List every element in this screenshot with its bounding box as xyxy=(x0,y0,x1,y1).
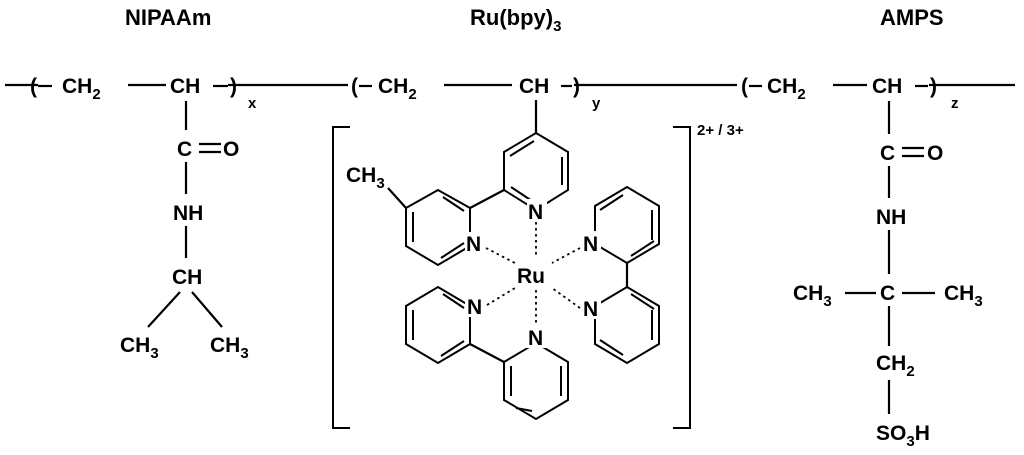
ring-upper-n: N xyxy=(528,201,543,224)
pyridine-ring-right-lower xyxy=(594,285,660,365)
nipaam-nh: NH xyxy=(173,202,203,225)
amps-ch3-right: CH3 xyxy=(944,282,983,310)
ru-bpy3-unit: ( CH2 CH ) y 2+ / 3+ N N xyxy=(332,75,744,429)
ru-bpy3-label: Ru(bpy)3 xyxy=(470,5,561,35)
ring-methyl-n: N xyxy=(466,233,481,256)
ruthenium-center: Ru xyxy=(517,265,545,288)
amps-subscript-z: z xyxy=(951,95,959,112)
amps-ch2: CH2 xyxy=(767,75,806,103)
amps-close-paren: ) xyxy=(930,75,937,98)
pyridine-ring-methyl xyxy=(405,188,471,267)
amps-unit: ( CH2 CH ) z C O NH C CH3 CH3 CH2 SO3H xyxy=(741,75,983,450)
ru-ch: CH xyxy=(519,75,549,98)
amps-quaternary-c: C xyxy=(880,282,895,305)
amps-nh: NH xyxy=(876,206,906,229)
ru-open-paren: ( xyxy=(351,75,358,98)
pyridine-ring-lower-left xyxy=(405,285,471,365)
pyridine-ring-lower-center xyxy=(503,341,569,421)
amps-carbonyl-o: O xyxy=(927,142,943,165)
amps-ch2-side: CH2 xyxy=(876,352,915,380)
nipaam-carbonyl-c: C xyxy=(177,138,192,161)
nipaam-isopropyl-ch: CH xyxy=(172,266,202,289)
pyridine-ring-right-upper xyxy=(594,185,660,265)
ring-right-upper-n: N xyxy=(583,233,598,256)
left-square-bracket xyxy=(332,126,350,429)
charge-label: 2+ / 3+ xyxy=(697,122,744,139)
nipaam-unit: ( CH2 CH ) x C O NH CH CH3 CH3 xyxy=(30,75,257,362)
methyl-ch3: CH3 xyxy=(346,164,385,192)
pyridine-ring-upper xyxy=(503,131,569,212)
polymer-backbone xyxy=(5,64,1015,100)
nipaam-ch3-left: CH3 xyxy=(120,334,159,362)
ring-lower-left-n: N xyxy=(467,296,482,319)
nipaam-ch: CH xyxy=(170,75,200,98)
nipaam-ch2: CH2 xyxy=(62,75,101,103)
ring-lower-center-n: N xyxy=(528,327,543,350)
nipaam-carbonyl-o: O xyxy=(223,138,239,161)
ru-ch2: CH2 xyxy=(378,75,417,103)
right-square-bracket xyxy=(673,126,691,429)
amps-ch3-left: CH3 xyxy=(793,282,832,310)
ru-subscript-y: y xyxy=(592,95,601,112)
ru-close-paren: ) xyxy=(573,75,580,98)
nipaam-subscript-x: x xyxy=(248,95,257,112)
amps-carbonyl-c: C xyxy=(880,142,895,165)
nipaam-label: NIPAAm xyxy=(125,5,211,30)
nipaam-open-paren: ( xyxy=(30,75,37,98)
amps-open-paren: ( xyxy=(741,75,748,98)
nipaam-ch3-right: CH3 xyxy=(210,334,249,362)
amps-label: AMPS xyxy=(880,5,944,30)
coordination-bonds xyxy=(485,222,581,326)
amps-ch: CH xyxy=(872,75,902,98)
nipaam-close-paren: ) xyxy=(230,75,237,98)
ring-right-lower-n: N xyxy=(583,298,598,321)
amps-so3h: SO3H xyxy=(876,422,930,450)
